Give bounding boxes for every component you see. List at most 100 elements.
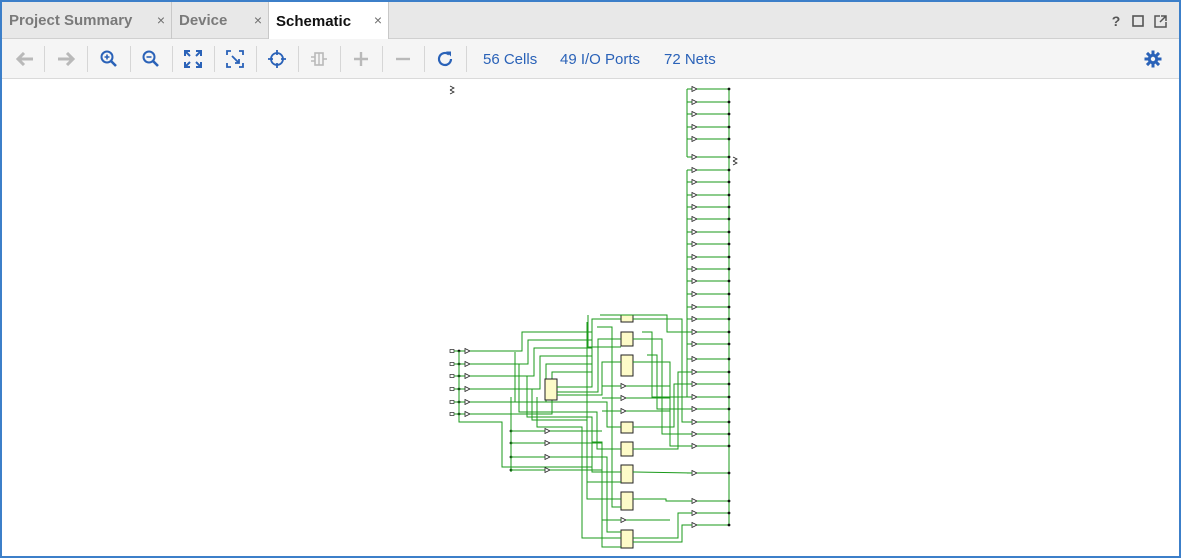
- refresh-icon[interactable]: [434, 48, 456, 70]
- zoom-in-icon[interactable]: [98, 48, 120, 70]
- buffer-cell: [691, 228, 698, 236]
- buffer-cell: [691, 153, 698, 161]
- net-junction: [727, 432, 731, 436]
- buffer-cell: [544, 466, 551, 474]
- buffer-cell: [544, 427, 551, 435]
- net-junction: [727, 342, 731, 346]
- net-junction: [727, 137, 731, 141]
- buffer-cell: [691, 340, 698, 348]
- zoom-out-icon[interactable]: [140, 48, 162, 70]
- net-wire: [557, 338, 621, 393]
- gear-icon[interactable]: [1142, 48, 1164, 70]
- input-port: [449, 349, 455, 353]
- net-wire: [587, 315, 621, 348]
- close-icon[interactable]: ×: [156, 12, 165, 28]
- net-wire: [518, 364, 621, 450]
- buffer-cell: [691, 253, 698, 261]
- logic-cell: [620, 441, 634, 457]
- buffer-cell: [691, 110, 698, 118]
- net-junction: [727, 230, 731, 234]
- net-junction: [727, 87, 731, 91]
- buffer-cell: [620, 394, 627, 402]
- net-junction: [727, 168, 731, 172]
- zoom-area-icon[interactable]: [224, 48, 246, 70]
- net-junction: [727, 242, 731, 246]
- forward-arrow-icon[interactable]: [55, 48, 77, 70]
- net-junction: [727, 125, 731, 129]
- input-port: [449, 374, 455, 378]
- cells-count-link[interactable]: 56 Cells: [483, 51, 538, 68]
- buffer-cell: [620, 516, 627, 524]
- net-wire: [470, 331, 592, 352]
- buffer-cell: [691, 509, 698, 517]
- buffer-cell: [544, 453, 551, 461]
- schematic-diagram[interactable]: [2, 80, 1179, 556]
- net-junction: [727, 255, 731, 259]
- buffer-cell: [691, 85, 698, 93]
- buffer-cell: [691, 240, 698, 248]
- float-window-icon[interactable]: [1153, 14, 1167, 28]
- buffer-cell: [691, 123, 698, 131]
- buffer-cell: [691, 191, 698, 199]
- net-junction: [727, 155, 731, 159]
- net-junction: [727, 444, 731, 448]
- net-wire: [458, 351, 592, 468]
- crosshair-icon[interactable]: [266, 48, 288, 70]
- input-port: [449, 412, 455, 416]
- buffer-cell: [691, 418, 698, 426]
- net-wire: [600, 314, 692, 333]
- collapse-cell-icon[interactable]: [308, 48, 330, 70]
- net-wire: [633, 524, 692, 543]
- schematic-toolbar: 56 Cells 49 I/O Ports 72 Nets: [2, 39, 1179, 79]
- buffer-cell: [464, 410, 471, 418]
- logic-cell: [620, 314, 634, 323]
- logic-cell: [544, 378, 558, 401]
- net-wire: [597, 326, 621, 508]
- net-junction: [727, 217, 731, 221]
- back-arrow-icon[interactable]: [14, 48, 36, 70]
- buffer-cell: [691, 166, 698, 174]
- net-wire: [592, 441, 621, 548]
- tab-schematic[interactable]: Schematic ×: [269, 2, 389, 40]
- buffer-cell: [691, 328, 698, 336]
- net-junction: [727, 193, 731, 197]
- nets-count-link[interactable]: 72 Nets: [664, 51, 716, 68]
- buffer-cell: [620, 407, 627, 415]
- net-wire: [632, 471, 693, 474]
- net-wire: [557, 318, 621, 388]
- net-wire: [470, 363, 592, 403]
- maximize-icon[interactable]: [1131, 14, 1145, 28]
- collapse-minus-icon[interactable]: [392, 48, 414, 70]
- tab-device[interactable]: Device ×: [172, 2, 269, 39]
- logic-cell: [620, 529, 634, 549]
- buffer-cell: [691, 315, 698, 323]
- help-icon[interactable]: ?: [1111, 13, 1121, 29]
- net-junction: [727, 407, 731, 411]
- close-icon[interactable]: ×: [253, 12, 262, 28]
- buffer-cell: [691, 430, 698, 438]
- net-junction: [727, 357, 731, 361]
- buffer-cell: [691, 393, 698, 401]
- tab-label: Project Summary: [9, 12, 133, 29]
- zoom-fit-icon[interactable]: [182, 48, 204, 70]
- buffer-cell: [464, 347, 471, 355]
- net-wire: [470, 355, 592, 390]
- close-icon[interactable]: ×: [373, 12, 382, 28]
- expand-plus-icon[interactable]: [350, 48, 372, 70]
- net-junction: [727, 292, 731, 296]
- tab-bar: Project Summary × Device × Schematic × ?: [2, 2, 1179, 40]
- logic-cell: [620, 354, 634, 377]
- net-junction: [727, 471, 731, 475]
- tab-project-summary[interactable]: Project Summary ×: [2, 2, 172, 39]
- net-junction: [727, 112, 731, 116]
- io-ports-count-link[interactable]: 49 I/O Ports: [560, 51, 641, 68]
- buffer-cell: [691, 355, 698, 363]
- net-wire: [470, 347, 592, 377]
- buffer-cell: [691, 368, 698, 376]
- buffer-cell: [691, 521, 698, 529]
- net-junction: [727, 267, 731, 271]
- buffer-cell: [691, 215, 698, 223]
- net-wire: [586, 322, 621, 483]
- schematic-canvas[interactable]: [2, 80, 1179, 556]
- input-port: [449, 387, 455, 391]
